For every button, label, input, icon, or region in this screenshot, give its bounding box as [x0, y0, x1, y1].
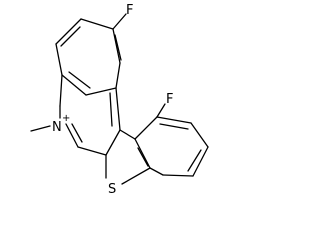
bond: [114, 34, 122, 61]
structure-diagram: F F N + S: [30, 3, 209, 197]
nitrogen-charge-label: +: [62, 113, 70, 124]
bond: [119, 129, 136, 140]
bond: [59, 74, 63, 107]
bond: [192, 146, 209, 177]
bond: [187, 149, 202, 172]
bond: [156, 116, 192, 124]
bond: [30, 125, 51, 132]
bond: [68, 71, 91, 89]
bond: [115, 62, 121, 89]
fluorine-label-right: F: [166, 92, 173, 107]
bond: [55, 43, 63, 76]
bond: [156, 103, 166, 118]
bond: [121, 167, 151, 185]
bond: [112, 13, 127, 30]
bond: [55, 18, 82, 45]
bond: [61, 74, 87, 96]
fluorine-label-top: F: [126, 3, 133, 18]
bond: [60, 26, 81, 47]
bond: [134, 116, 158, 140]
sulfur-label: S: [108, 182, 116, 197]
bond: [134, 138, 151, 169]
bond: [109, 92, 113, 127]
bond: [149, 167, 164, 176]
bond: [190, 122, 209, 148]
bond: [162, 174, 194, 177]
nitrogen-label: N: [52, 120, 62, 135]
bond: [159, 123, 189, 130]
bond: [115, 87, 121, 131]
bond: [77, 146, 107, 156]
bond: [71, 123, 83, 143]
bond: [137, 147, 149, 167]
bond: [85, 87, 117, 96]
bond: [112, 28, 121, 64]
bond: [65, 123, 79, 148]
molecule-drawing: F F N + S: [30, 3, 209, 197]
bond: [105, 129, 121, 156]
bond: [80, 18, 114, 30]
